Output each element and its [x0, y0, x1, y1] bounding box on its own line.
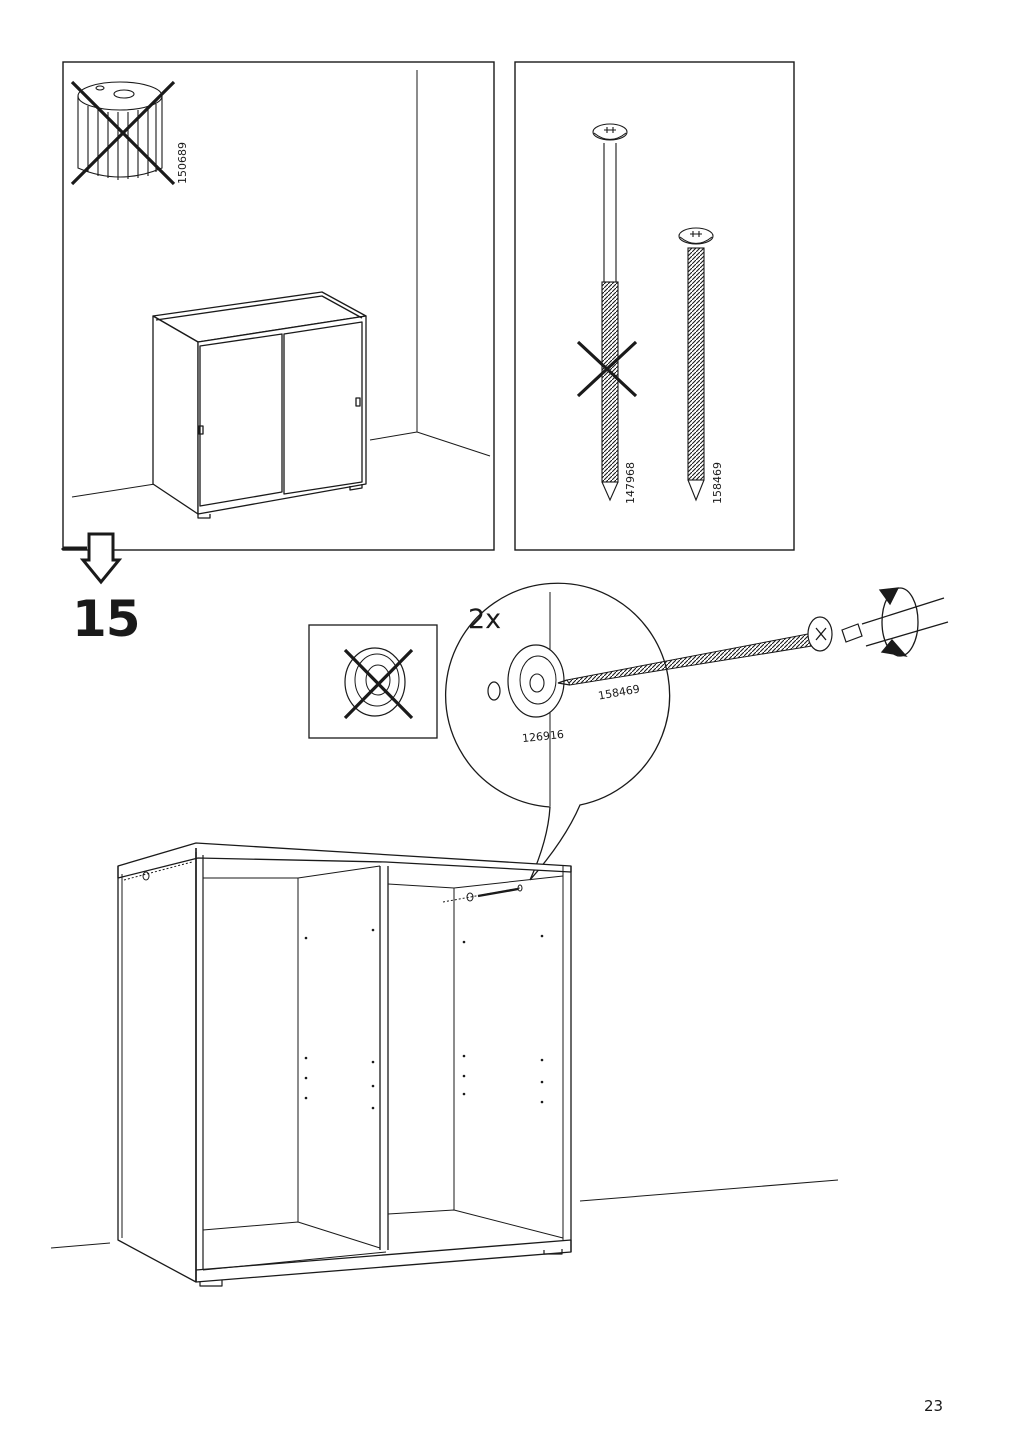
- shelf-pin-holes: [304, 928, 544, 1110]
- washer: [507, 644, 565, 718]
- long-screw-part-number: 147968: [624, 462, 637, 504]
- cabinet-with-doors: [152, 291, 367, 519]
- panel-cabinet-in-room: [62, 61, 495, 551]
- step-number: 15: [72, 590, 141, 648]
- quantity-label: 2x: [468, 604, 502, 635]
- foot-part-crossed: [70, 80, 176, 186]
- page-number: 23: [924, 1397, 944, 1415]
- step-flow-arrow: [61, 532, 123, 585]
- floor-lines: [50, 1179, 839, 1249]
- foot-part-number: 150689: [176, 142, 189, 184]
- screw-in-detail: [557, 616, 833, 686]
- detail-magnifier: [444, 582, 949, 881]
- panel-screw-selection: [514, 61, 795, 551]
- panel-washer-crossed: [308, 624, 438, 739]
- long-screw-crossed: [576, 123, 638, 502]
- short-screw: [678, 227, 714, 502]
- short-screw-part-number: 158469: [711, 462, 724, 504]
- screwdriver: [841, 587, 949, 657]
- cabinet-carcass: [117, 842, 572, 1287]
